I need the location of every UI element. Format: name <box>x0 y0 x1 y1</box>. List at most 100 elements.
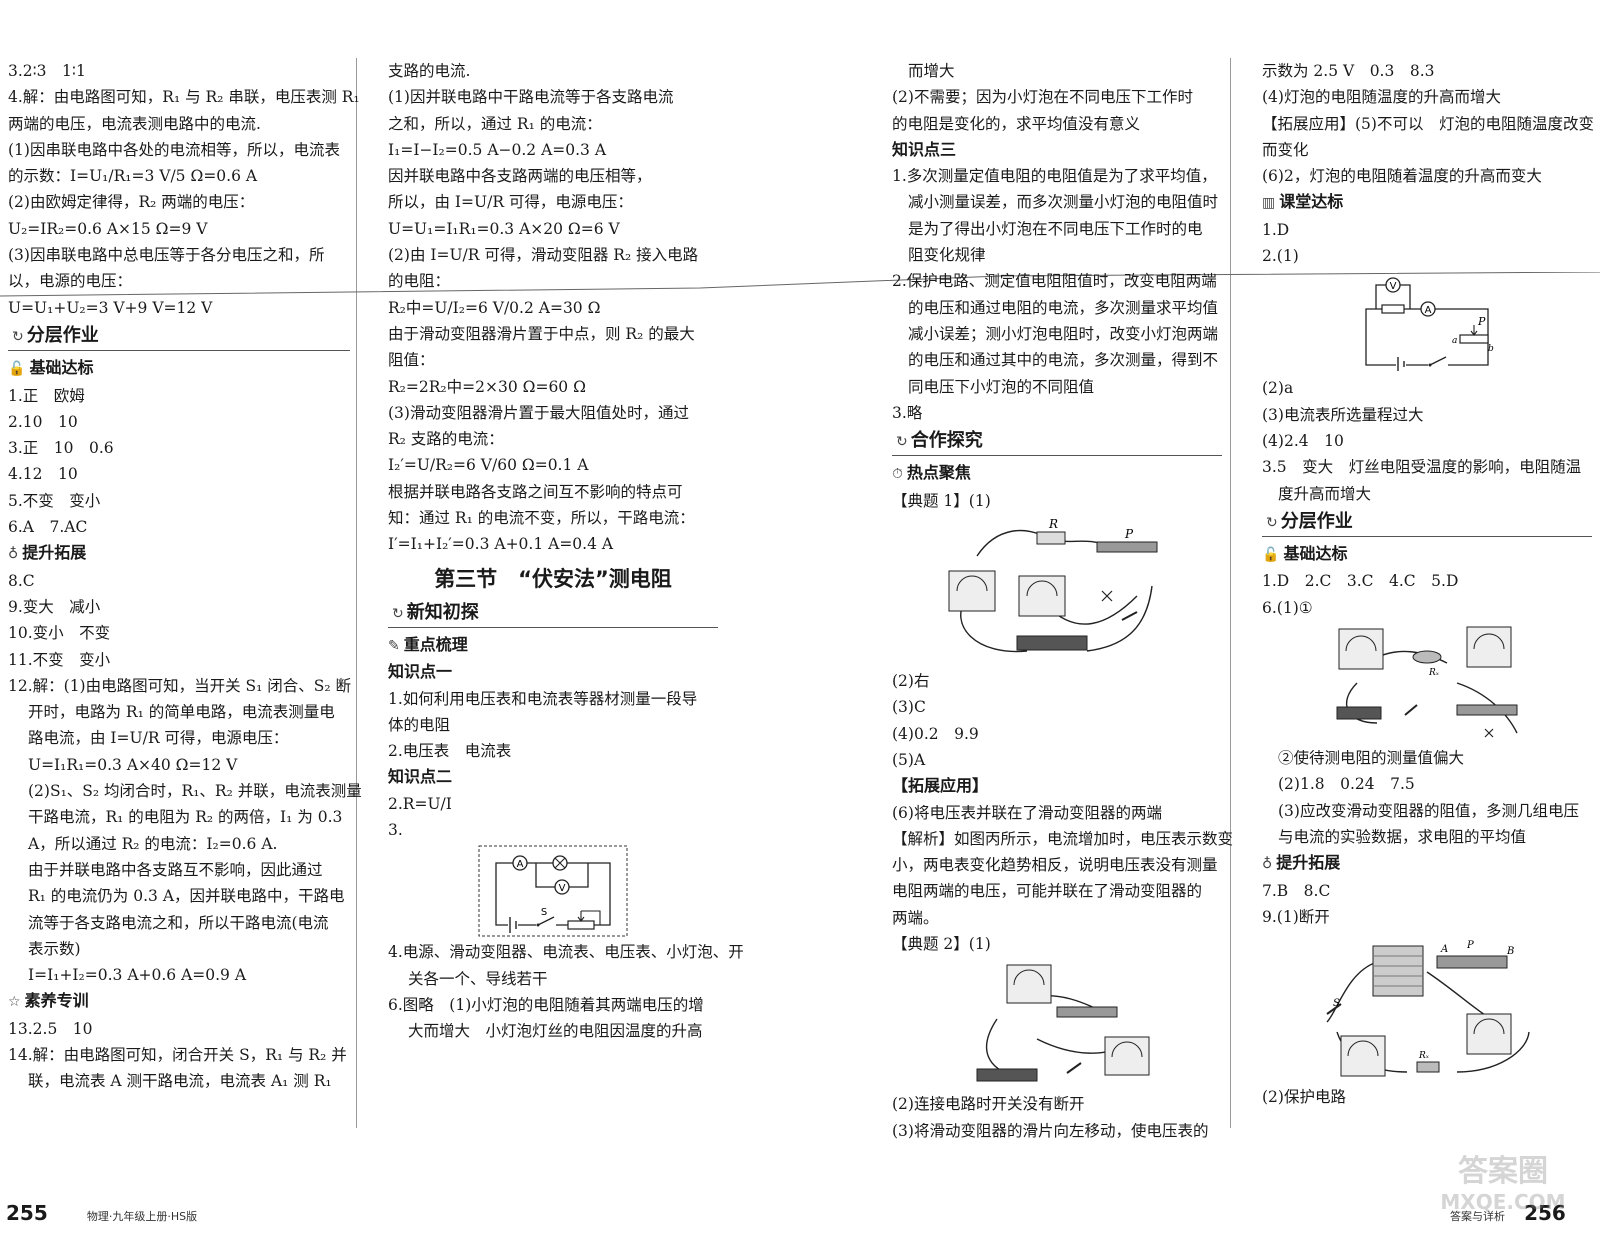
column-3: 而增大 (2)不需要；因为小灯泡在不同电压下工作时 的电阻是变化的，求平均值没有… <box>892 58 1234 1144</box>
apparatus-illustration <box>976 964 1150 1082</box>
knowledge-point-label: 知识点三 <box>892 139 957 159</box>
text-line: 与电流的实验数据，求电阻的平均值 <box>1278 827 1527 846</box>
text-line: 【典题 2】(1) <box>892 935 991 954</box>
text-line: 9.(1)断开 <box>1262 907 1330 926</box>
text-line: 3.略 <box>892 403 923 422</box>
section-icon: ↻ <box>392 605 404 622</box>
apparatus-diagram: Rₓ <box>1317 623 1537 743</box>
answer-line: 表示数) <box>28 939 81 958</box>
text-line: 关各一个、导线若干 <box>408 969 548 988</box>
circuit-diagram: A V S <box>478 845 628 937</box>
bulb-icon: ♁ <box>1262 856 1273 873</box>
subsection-heading: ☆素养专训 <box>8 991 89 1011</box>
footer-left: 255 物理·九年级上册·HS版 <box>6 1201 197 1225</box>
text-line: 同电压下小灯泡的不同阻值 <box>908 377 1095 396</box>
text-line: 2.保护电路、测定值电阻阻值时，改变电阻两端 <box>892 272 1217 291</box>
answer-line: 11.不变 变小 <box>8 650 111 669</box>
answer-line: R₁ 的电流仍为 0.3 A，因并联电路中，干路电 <box>28 887 345 906</box>
section-heading: ↻分层作业 <box>8 323 350 352</box>
answer-line: 8.C <box>8 571 35 590</box>
apparatus-diagram <box>957 959 1157 1089</box>
footer-note-right: 答案与详析 <box>1450 1210 1505 1223</box>
answer-line: 干路电流，R₁ 的电阻为 R₂ 的两倍，I₁ 为 0.3 <box>28 808 343 827</box>
text-line: (3)因串联电路中总电压等于各分电压之和，所 <box>8 246 325 265</box>
formula-line: U₂=IR₂=0.6 A×15 Ω=9 V <box>8 219 208 238</box>
text-line: (3)应改变滑动变阻器的阻值，多测几组电压 <box>1278 801 1579 820</box>
text-line: 4.电源、滑动变阻器、电流表、电压表、小灯泡、开 <box>388 943 744 962</box>
slider-label: P <box>1477 315 1486 328</box>
watermark-text-bottom: MXQE.COM <box>1440 1190 1565 1214</box>
terminal-a-label: a <box>1452 336 1457 346</box>
label-line: 【拓展应用】 <box>892 776 989 796</box>
section-icon: ↻ <box>1266 514 1278 531</box>
text-line: 1.多次测量定值电阻的电阻值是为了求平均值， <box>892 167 1217 186</box>
answer-line: 14.解：由电路图可知，闭合开关 S，R₁ 与 R₂ 并 <box>8 1045 347 1064</box>
watermark-text-top: 答案圈 <box>1458 1154 1548 1189</box>
section-icon: ↻ <box>12 328 24 345</box>
answer-line: 9.变大 减小 <box>8 597 101 616</box>
terminal-b-label: B <box>1506 946 1514 957</box>
text-line: 而增大 <box>908 62 955 80</box>
voltmeter-label: V <box>1390 281 1397 292</box>
text-line: (5)A <box>892 750 926 769</box>
answer-line: 6.A 7.AC <box>8 518 88 537</box>
answer-line: A，所以通过 R₂ 的电流：I₂=0.6 A. <box>28 834 278 853</box>
text-line: 3. <box>388 821 403 840</box>
text-line: (4)0.2 9.9 <box>892 724 979 743</box>
ammeter-label: A <box>517 859 524 870</box>
text-line: 6.图略 (1)小灯泡的电阻随着其两端电压的增 <box>388 995 704 1014</box>
answer-line: 4.12 10 <box>8 465 78 484</box>
text-line: (1)因并联电路中干路电流等于各支路电流 <box>388 88 674 107</box>
answer-line: 开时，电路为 R₁ 的简单电路，电流表测量电 <box>28 703 335 722</box>
text-line: 根据并联电路各支路之间互不影响的特点可 <box>388 482 683 501</box>
text-line: (4)2.4 10 <box>1262 431 1344 450</box>
apparatus-illustration: Rₓ <box>1336 626 1518 738</box>
text-line: 4.解：由电路图可知，R₁ 与 R₂ 串联，电压表测 R₁ <box>8 88 360 107</box>
text-line: R₂ 支路的电流： <box>388 430 504 449</box>
answer-line: 由于并联电路中各支路互不影响，因此通过 <box>28 860 323 879</box>
lock-icon: 🔓 <box>8 361 26 378</box>
resistor-label: R <box>1048 517 1058 531</box>
text-line: 1.D 2.C 3.C 4.C 5.D <box>1262 572 1459 591</box>
subsection-heading: ♁提升拓展 <box>1262 853 1341 873</box>
section-heading: ↻合作探究 <box>892 428 1222 457</box>
switch-label: S <box>1333 998 1340 1009</box>
apparatus-diagram: A P B S Rₓ <box>1317 932 1537 1082</box>
text-line: 知：通过 R₁ 的电流不变，所以，干路电流： <box>388 509 695 528</box>
answer-line: (2)S₁、S₂ 均闭合时，R₁、R₂ 并联，电流表测量 <box>28 782 362 801</box>
text-line: 因并联电路中各支路两端的电压相等， <box>388 167 652 186</box>
formula-line: U=U₁+U₂=3 V+9 V=12 V <box>8 298 213 317</box>
terminal-b-label: b <box>1488 344 1494 354</box>
switch-label: S <box>541 907 547 918</box>
apparatus-illustration: A P B S Rₓ <box>1326 940 1530 1077</box>
formula-line: R₂=2R₂中=2×30 Ω=60 Ω <box>388 377 586 396</box>
text-line: (2)连接电路时开关没有断开 <box>892 1095 1085 1114</box>
circuit-diagram: V A P a b <box>1352 271 1502 373</box>
answer-line: 10.变小 不变 <box>8 624 111 643</box>
ammeter-label: A <box>1425 305 1432 316</box>
text-line: 支路的电流. <box>388 62 471 80</box>
apparatus-illustration: R P <box>948 517 1158 653</box>
text-line: 大而增大 小灯泡灯丝的电阻因温度的升高 <box>408 1022 703 1041</box>
text-line: 以，电源的电压： <box>8 272 133 291</box>
formula-line: 2.R=U/I <box>388 794 452 813</box>
subsection-heading: ♁提升拓展 <box>8 543 87 563</box>
text-line: 1.D <box>1262 220 1290 239</box>
text-line: (2)保护电路 <box>1262 1088 1346 1107</box>
text-line: 减小误差；测小灯泡电阻时，改变小灯泡两端 <box>908 324 1219 343</box>
text-line: (2)右 <box>892 672 930 691</box>
text-line: 【解析】如图丙所示，电流增加时，电压表示数变 <box>892 829 1234 848</box>
subsection-heading: 🔓基础达标 <box>8 358 94 378</box>
text-line: (1)因串联电路中各处的电流相等，所以，电流表 <box>8 140 340 159</box>
text-line: (2)a <box>1262 379 1294 398</box>
formula-line: I=I₁+I₂=0.3 A+0.6 A=0.9 A <box>28 966 247 985</box>
text-line: 【典题 1】(1) <box>892 491 991 510</box>
text-line: (2)1.8 0.24 7.5 <box>1278 775 1415 794</box>
text-line: (3)C <box>892 698 926 717</box>
knowledge-point-label: 知识点一 <box>388 662 453 682</box>
subsection-heading: ⏱热点聚焦 <box>892 463 971 483</box>
text-line: 示数为 2.5 V 0.3 8.3 <box>1262 62 1435 80</box>
text-line: (3)电流表所选量程过大 <box>1262 405 1424 424</box>
text-line: (4)灯泡的电阻随温度的升高而增大 <box>1262 88 1501 107</box>
section-heading: ↻新知初探 <box>388 600 718 628</box>
